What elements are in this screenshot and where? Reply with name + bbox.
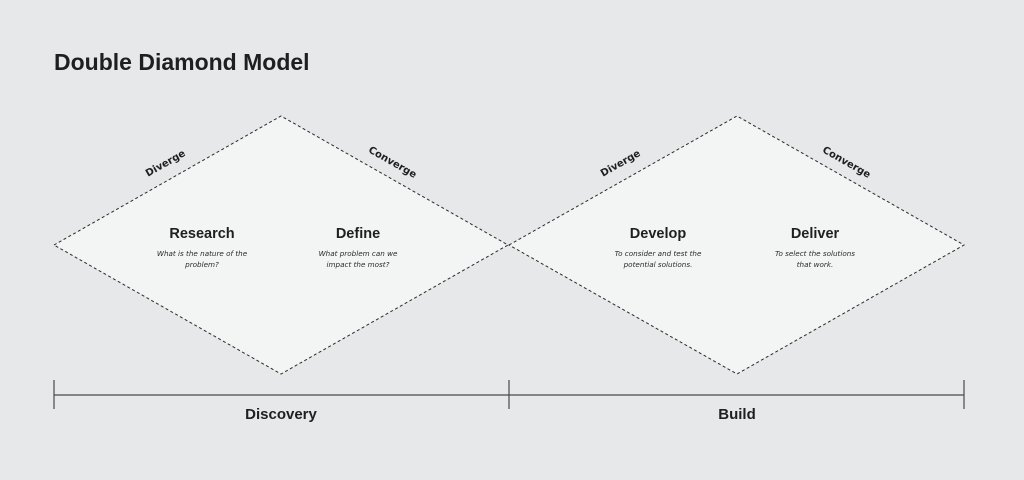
phase-description-develop: To consider and test the — [615, 249, 702, 258]
phase-description-deliver: that work. — [797, 260, 834, 269]
phase-title-research: Research — [169, 226, 234, 242]
phase-description-develop: potential solutions. — [623, 260, 693, 269]
stage-axis: Discovery Build — [53, 380, 965, 423]
phase-title-deliver: Deliver — [791, 226, 840, 242]
phase-description-deliver: To select the solutions — [775, 249, 855, 258]
diamond-outline — [507, 115, 966, 375]
stage-label-discovery: Discovery — [245, 406, 317, 423]
page-title: Double Diamond Model — [54, 49, 310, 75]
phase-description-research: problem? — [184, 260, 219, 269]
stage-label-build: Build — [718, 406, 756, 423]
phase-description-research: What is the nature of the — [157, 249, 248, 258]
diamond-outline — [52, 115, 510, 375]
phase-title-develop: Develop — [630, 226, 687, 242]
phase-title-define: Define — [336, 226, 380, 242]
phase-description-define: impact the most? — [327, 260, 390, 269]
diamond-build: Diverge Converge Develop To consider and… — [507, 115, 966, 375]
diamond-discovery: Diverge Converge Research What is the na… — [52, 115, 510, 375]
phase-description-define: What problem can we — [319, 249, 398, 258]
